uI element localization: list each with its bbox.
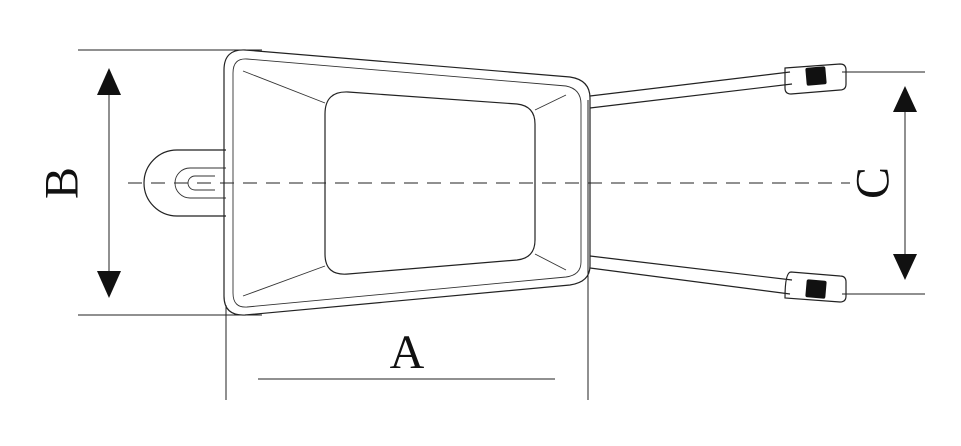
handle-lower-edge-bottom [589, 267, 791, 295]
handle-upper-edge-top [589, 71, 791, 97]
dimension-b: B [36, 68, 121, 298]
dimension-b-arrow-bottom [97, 271, 121, 298]
fold-line-top-right [534, 94, 567, 111]
handle-lower-edge-top [589, 255, 793, 281]
fold-line-bottom-left [242, 265, 326, 297]
dimension-b-label: B [36, 167, 89, 199]
wheel-outer [143, 149, 226, 217]
tray-inner-rim [232, 58, 582, 308]
tray-bottom [324, 91, 536, 275]
fold-line-bottom-right [534, 253, 567, 271]
handle-lower-grip-icon [805, 279, 827, 299]
wheel [143, 149, 226, 217]
handle-upper-grip-outline [784, 63, 847, 95]
dimension-a-label: A [390, 326, 425, 379]
wheel-hub [187, 175, 215, 191]
handle-lower [589, 255, 847, 303]
dimension-c-arrow-top [893, 86, 917, 112]
extension-lines [78, 49, 925, 400]
handle-upper [589, 63, 847, 109]
handle-lower-grip-outline [784, 271, 847, 303]
fold-line-top-left [242, 70, 326, 104]
dimension-a: A [258, 326, 555, 380]
handle-upper-edge-bottom [589, 83, 793, 109]
tray-outer-rim [223, 49, 591, 316]
wheel-inner [174, 167, 226, 199]
dimension-c-arrow-bottom [893, 254, 917, 280]
dimension-c-label: C [847, 167, 900, 199]
dimension-b-arrow-top [97, 68, 121, 95]
handle-upper-grip-icon [805, 66, 827, 86]
tray-fold-lines [242, 70, 567, 297]
dimension-c: C [847, 86, 917, 280]
